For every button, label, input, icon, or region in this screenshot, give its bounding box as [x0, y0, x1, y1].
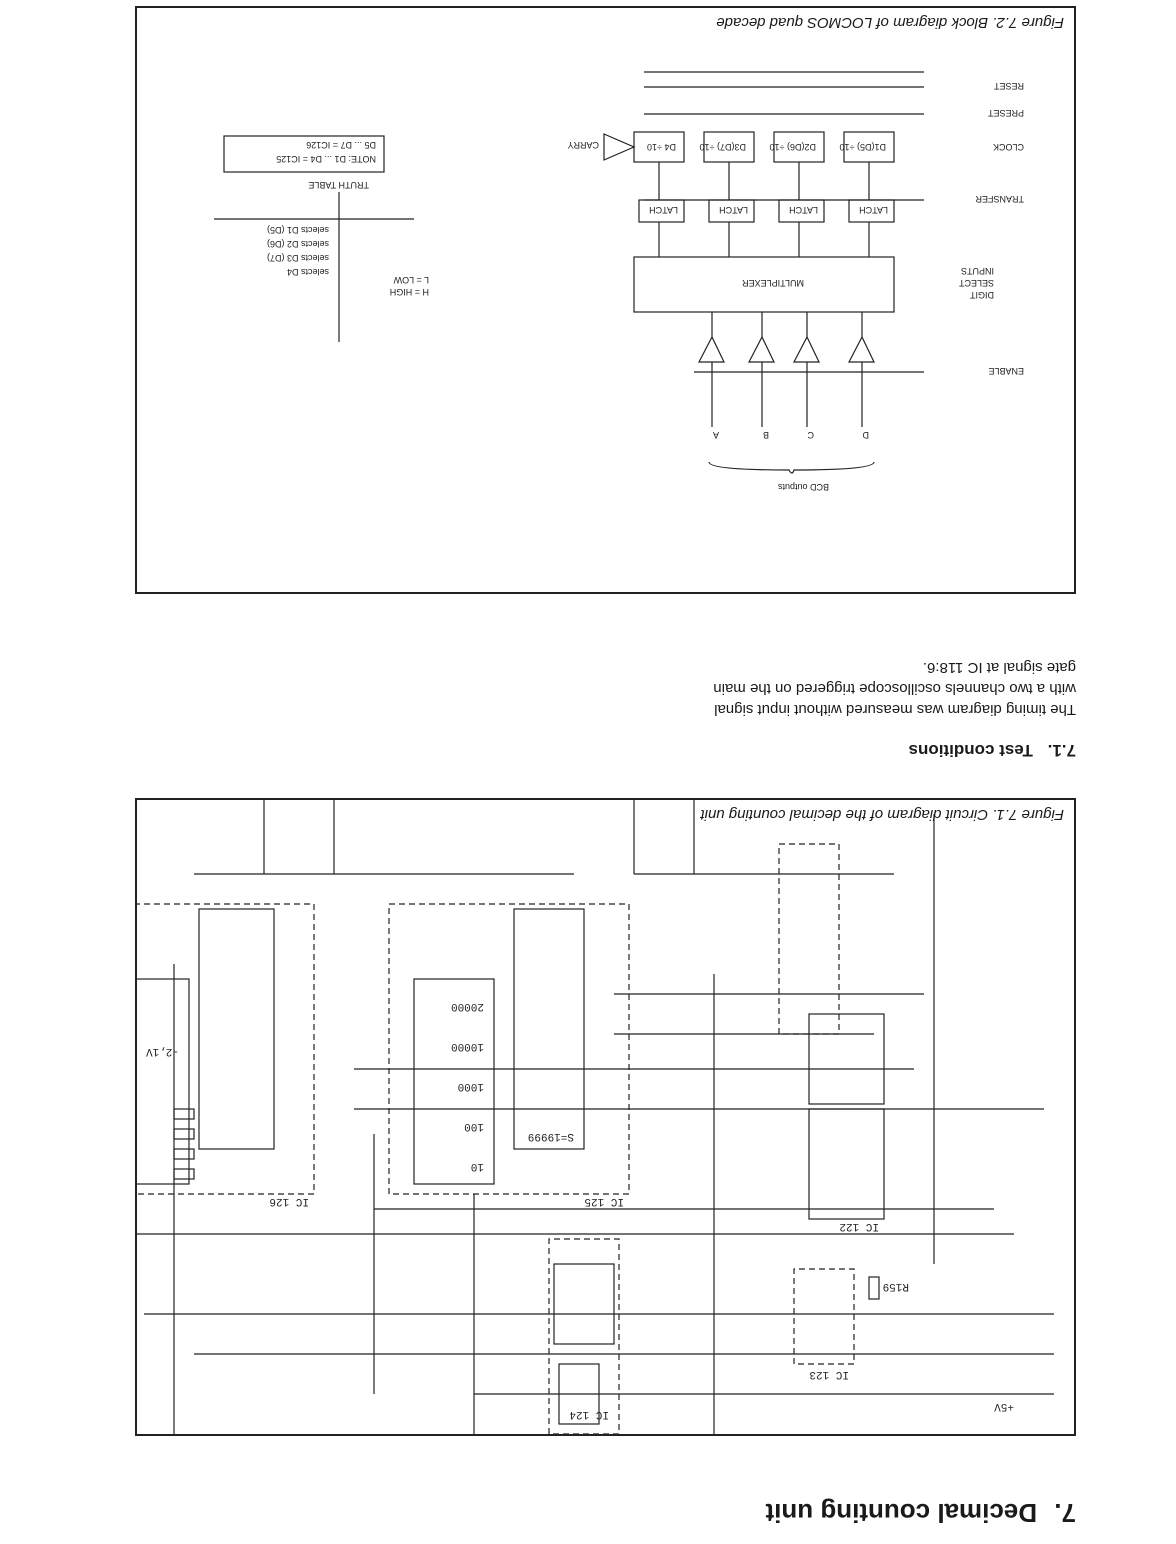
ic122-label: IC 122 — [839, 1220, 879, 1232]
note-line: NOTE: D1 ... D4 = IC125 — [276, 154, 376, 164]
counter-label: D2(D6) ÷10 — [770, 142, 816, 152]
block-diagram: D1(D5) ÷10 D2(D6) ÷10 D3(D7) ÷10 D4 ÷10 … — [214, 71, 1024, 492]
output-label: C — [807, 430, 814, 440]
output-label: A — [713, 430, 719, 440]
counter-label: D1(D5) ÷10 — [840, 142, 886, 152]
paragraph-line: The timing diagram was measured without … — [714, 701, 1076, 718]
legend-line: H = HIGH — [390, 287, 429, 297]
latch-label: LATCH — [859, 205, 888, 215]
signal-transfer: TRANSFER — [975, 194, 1024, 204]
figure-7-1-caption: Figure 7.1. Circuit diagram of the decim… — [700, 806, 1064, 823]
ic123-label: IC 123 — [809, 1368, 849, 1380]
circuit-diagram: IC 124 IC 123 IC 122 IC 125 IC 126 10 10… — [137, 800, 1054, 1434]
note-line: D5 ... D7 = IC126 — [306, 140, 376, 150]
section-heading: 7. Decimal counting unit — [766, 1497, 1077, 1528]
output-label: D — [862, 430, 869, 440]
signal-clock: CLOCK — [993, 142, 1024, 152]
ic125-label: IC 125 — [584, 1195, 624, 1207]
truth-row: selects D3 (D7) — [267, 253, 329, 263]
latch-label: LATCH — [719, 205, 748, 215]
block-label-s19999: S=19999 — [528, 1130, 574, 1142]
section-number: 7. — [1054, 1498, 1076, 1528]
figure-7-1-frame: IC 124 IC 123 IC 122 IC 125 IC 126 10 10… — [135, 798, 1076, 1436]
decade-label-20000: 20000 — [451, 1000, 484, 1012]
signal-enable: ENABLE — [988, 366, 1024, 376]
truth-table-title: TRUTH TABLE — [308, 180, 369, 190]
signal-preset: PRESET — [987, 108, 1024, 118]
subsection-title: Test conditions — [908, 741, 1033, 760]
truth-row: selects D1 (D5) — [267, 225, 329, 235]
decade-label-10: 10 — [471, 1160, 484, 1172]
rail-label-5v: +5V — [994, 1400, 1014, 1412]
multiplexer-label: MULTIPLEXER — [742, 278, 804, 288]
output-label: B — [763, 430, 769, 440]
component-label-r159: R159 — [883, 1280, 909, 1292]
paragraph-line: gate signal at IC 118:6. — [922, 659, 1076, 676]
decade-label-100: 100 — [464, 1120, 484, 1132]
subsection-heading: 7.1. Test conditions — [909, 740, 1076, 760]
digit-select-line: INPUTS — [961, 266, 994, 276]
counter-label: D4 ÷10 — [647, 142, 676, 152]
subsection-paragraph: The timing diagram was measured without … — [713, 657, 1076, 720]
ic126-label: IC 126 — [269, 1195, 309, 1207]
decade-label-10000: 10000 — [451, 1040, 484, 1052]
digit-select-line: SELECT — [958, 278, 994, 288]
decade-label-1000: 1000 — [458, 1080, 484, 1092]
ic124-label: IC 124 — [569, 1408, 609, 1420]
latch-label: LATCH — [789, 205, 818, 215]
section-title: Decimal counting unit — [765, 1498, 1038, 1528]
truth-row: selects D2 (D6) — [267, 239, 329, 249]
signal-reset: RESET — [993, 81, 1024, 91]
figure-7-2-caption: Figure 7.2. Block diagram of LOCMOS quad… — [716, 14, 1064, 31]
truth-row: selects D4 — [287, 267, 329, 277]
carry-label: CARRY — [568, 140, 599, 150]
latch-label: LATCH — [649, 205, 678, 215]
subsection-number: 7.1. — [1047, 741, 1076, 760]
legend-line: L = LOW — [393, 275, 429, 285]
rail-label: -2,1V — [146, 1045, 179, 1057]
counter-label: D3(D7) ÷10 — [700, 142, 746, 152]
bcd-outputs-label: BCD outputs — [777, 482, 829, 492]
figure-7-2-frame: D1(D5) ÷10 D2(D6) ÷10 D3(D7) ÷10 D4 ÷10 … — [135, 6, 1076, 594]
digit-select-line: DIGIT — [969, 290, 994, 300]
paragraph-line: with a two channels oscilloscope trigger… — [713, 680, 1076, 697]
